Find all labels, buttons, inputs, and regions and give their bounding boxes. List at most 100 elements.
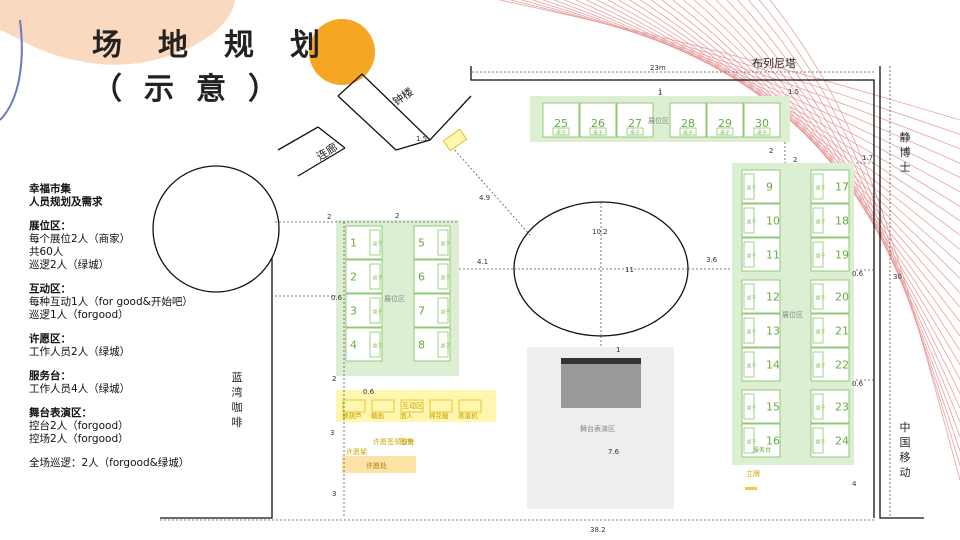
group-title: 展位区： xyxy=(29,220,71,232)
booth-number: 10 xyxy=(766,215,780,228)
right-building-edge xyxy=(879,66,924,519)
table xyxy=(812,283,824,310)
dimension-label: 1.5 xyxy=(788,88,799,96)
dimension-label: 3.6 xyxy=(706,256,718,264)
dimension-label: 1 xyxy=(616,346,620,354)
interactive-area-label: 互动区 xyxy=(402,401,423,410)
group-line: 巡逻2人（绿城） xyxy=(29,259,110,271)
red-line xyxy=(510,0,960,135)
top-wall xyxy=(470,66,875,518)
booth-number: 21 xyxy=(835,325,849,338)
interactive-item-label: 摘葫芦 xyxy=(342,411,362,420)
table-label: 桌子 xyxy=(757,129,767,136)
lanwan-cafe-label: 蓝湾咖啡 xyxy=(230,370,244,430)
dimension-label: 1.5 xyxy=(416,135,427,143)
tilted-desk xyxy=(442,128,468,152)
booth: 9 桌子 xyxy=(741,169,781,204)
notes-heading2: 人员规划及需求 xyxy=(29,196,103,208)
notes-group-booth: 展位区： 每个展位2人（商家） 共60人 巡逻2人（绿城） xyxy=(29,220,239,272)
interactive-item-box xyxy=(458,399,482,413)
group-title: 服务台： xyxy=(29,370,71,382)
table-label: 桌子 xyxy=(441,309,451,316)
vertical-char: 啡 xyxy=(231,416,243,429)
vertical-char: 博 xyxy=(899,146,911,159)
red-line xyxy=(694,0,960,380)
group-line: 每种互动1人（for good&开始吧） xyxy=(29,296,193,308)
table xyxy=(743,173,755,200)
booth-number: 26 xyxy=(591,117,605,130)
service-desk-note: 服务台 xyxy=(753,446,771,454)
dimension-label: 38.2 xyxy=(590,526,606,534)
booth-number: 19 xyxy=(835,249,849,262)
table xyxy=(743,207,755,234)
page-title-line1: 场地规划 xyxy=(92,28,356,63)
booth-number: 3 xyxy=(350,305,357,318)
group-title: 舞台表演区： xyxy=(29,407,92,419)
vertical-char: 中 xyxy=(899,421,911,434)
right-booth-area-label: 展位区 xyxy=(782,310,803,319)
table xyxy=(437,331,449,358)
table xyxy=(716,127,734,136)
red-line xyxy=(650,0,960,322)
table xyxy=(812,351,824,378)
table xyxy=(743,283,755,310)
booth-number: 18 xyxy=(835,215,849,228)
table xyxy=(753,127,771,136)
group-line: 工作人员2人（绿城） xyxy=(29,346,131,358)
booth-number: 1 xyxy=(350,237,357,250)
table-label: 桌子 xyxy=(747,295,757,302)
notes-group-interactive: 互动区： 每种互动1人（for good&开始吧） 巡逻1人（forgood） xyxy=(29,283,239,322)
stage-area-label: 舞台表演区 xyxy=(580,424,615,433)
booth-number: 11 xyxy=(766,249,780,262)
wish-item-sign-collect: 许愿签领取处 xyxy=(373,437,415,446)
booth-number: 9 xyxy=(766,181,773,194)
red-line xyxy=(748,0,960,452)
table-label: 桌子 xyxy=(441,343,451,350)
group-line: 共60人 xyxy=(29,246,64,258)
table-label: 桌子 xyxy=(441,241,451,248)
red-line xyxy=(499,0,960,121)
group-line: 巡逻1人（forgood） xyxy=(29,309,129,321)
table-label: 桌子 xyxy=(441,275,451,282)
table-label: 桌子 xyxy=(747,329,757,336)
booth-number: 27 xyxy=(628,117,642,130)
interactive-item-label: 糖画 xyxy=(371,411,384,420)
left-booth-area-label: 展位区 xyxy=(384,294,405,303)
table xyxy=(743,351,755,378)
notes-patrol: 全场巡逻：2人（forgood&绿城） xyxy=(29,457,190,469)
booth-number: 7 xyxy=(418,305,425,318)
interactive-item-label: 棉花糖 xyxy=(429,411,449,420)
group-title: 许愿区： xyxy=(29,333,71,345)
vertical-char: 动 xyxy=(899,466,911,479)
booth-number: 29 xyxy=(718,117,732,130)
dimension-label: 4.1 xyxy=(477,258,488,266)
dimension-label: 3 xyxy=(330,429,334,437)
group-line: 每个展位2人（商家） xyxy=(29,233,131,245)
interactive-item-label: 蒸蛋机 xyxy=(458,411,478,420)
dimension-label: 2 xyxy=(769,147,773,155)
booth-number: 28 xyxy=(681,117,695,130)
booth-number: 22 xyxy=(835,359,849,372)
red-line xyxy=(521,0,960,150)
booth-number: 4 xyxy=(350,339,357,352)
interactive-zone xyxy=(336,390,496,422)
notes-group-stage: 舞台表演区： 控台2人（forgood） 控场2人（forgood） xyxy=(29,407,239,446)
table-label: 桌子 xyxy=(747,185,757,192)
notes-group-wish: 许愿区： 工作人员2人（绿城） xyxy=(29,333,239,359)
interactive-item-box xyxy=(400,399,424,413)
